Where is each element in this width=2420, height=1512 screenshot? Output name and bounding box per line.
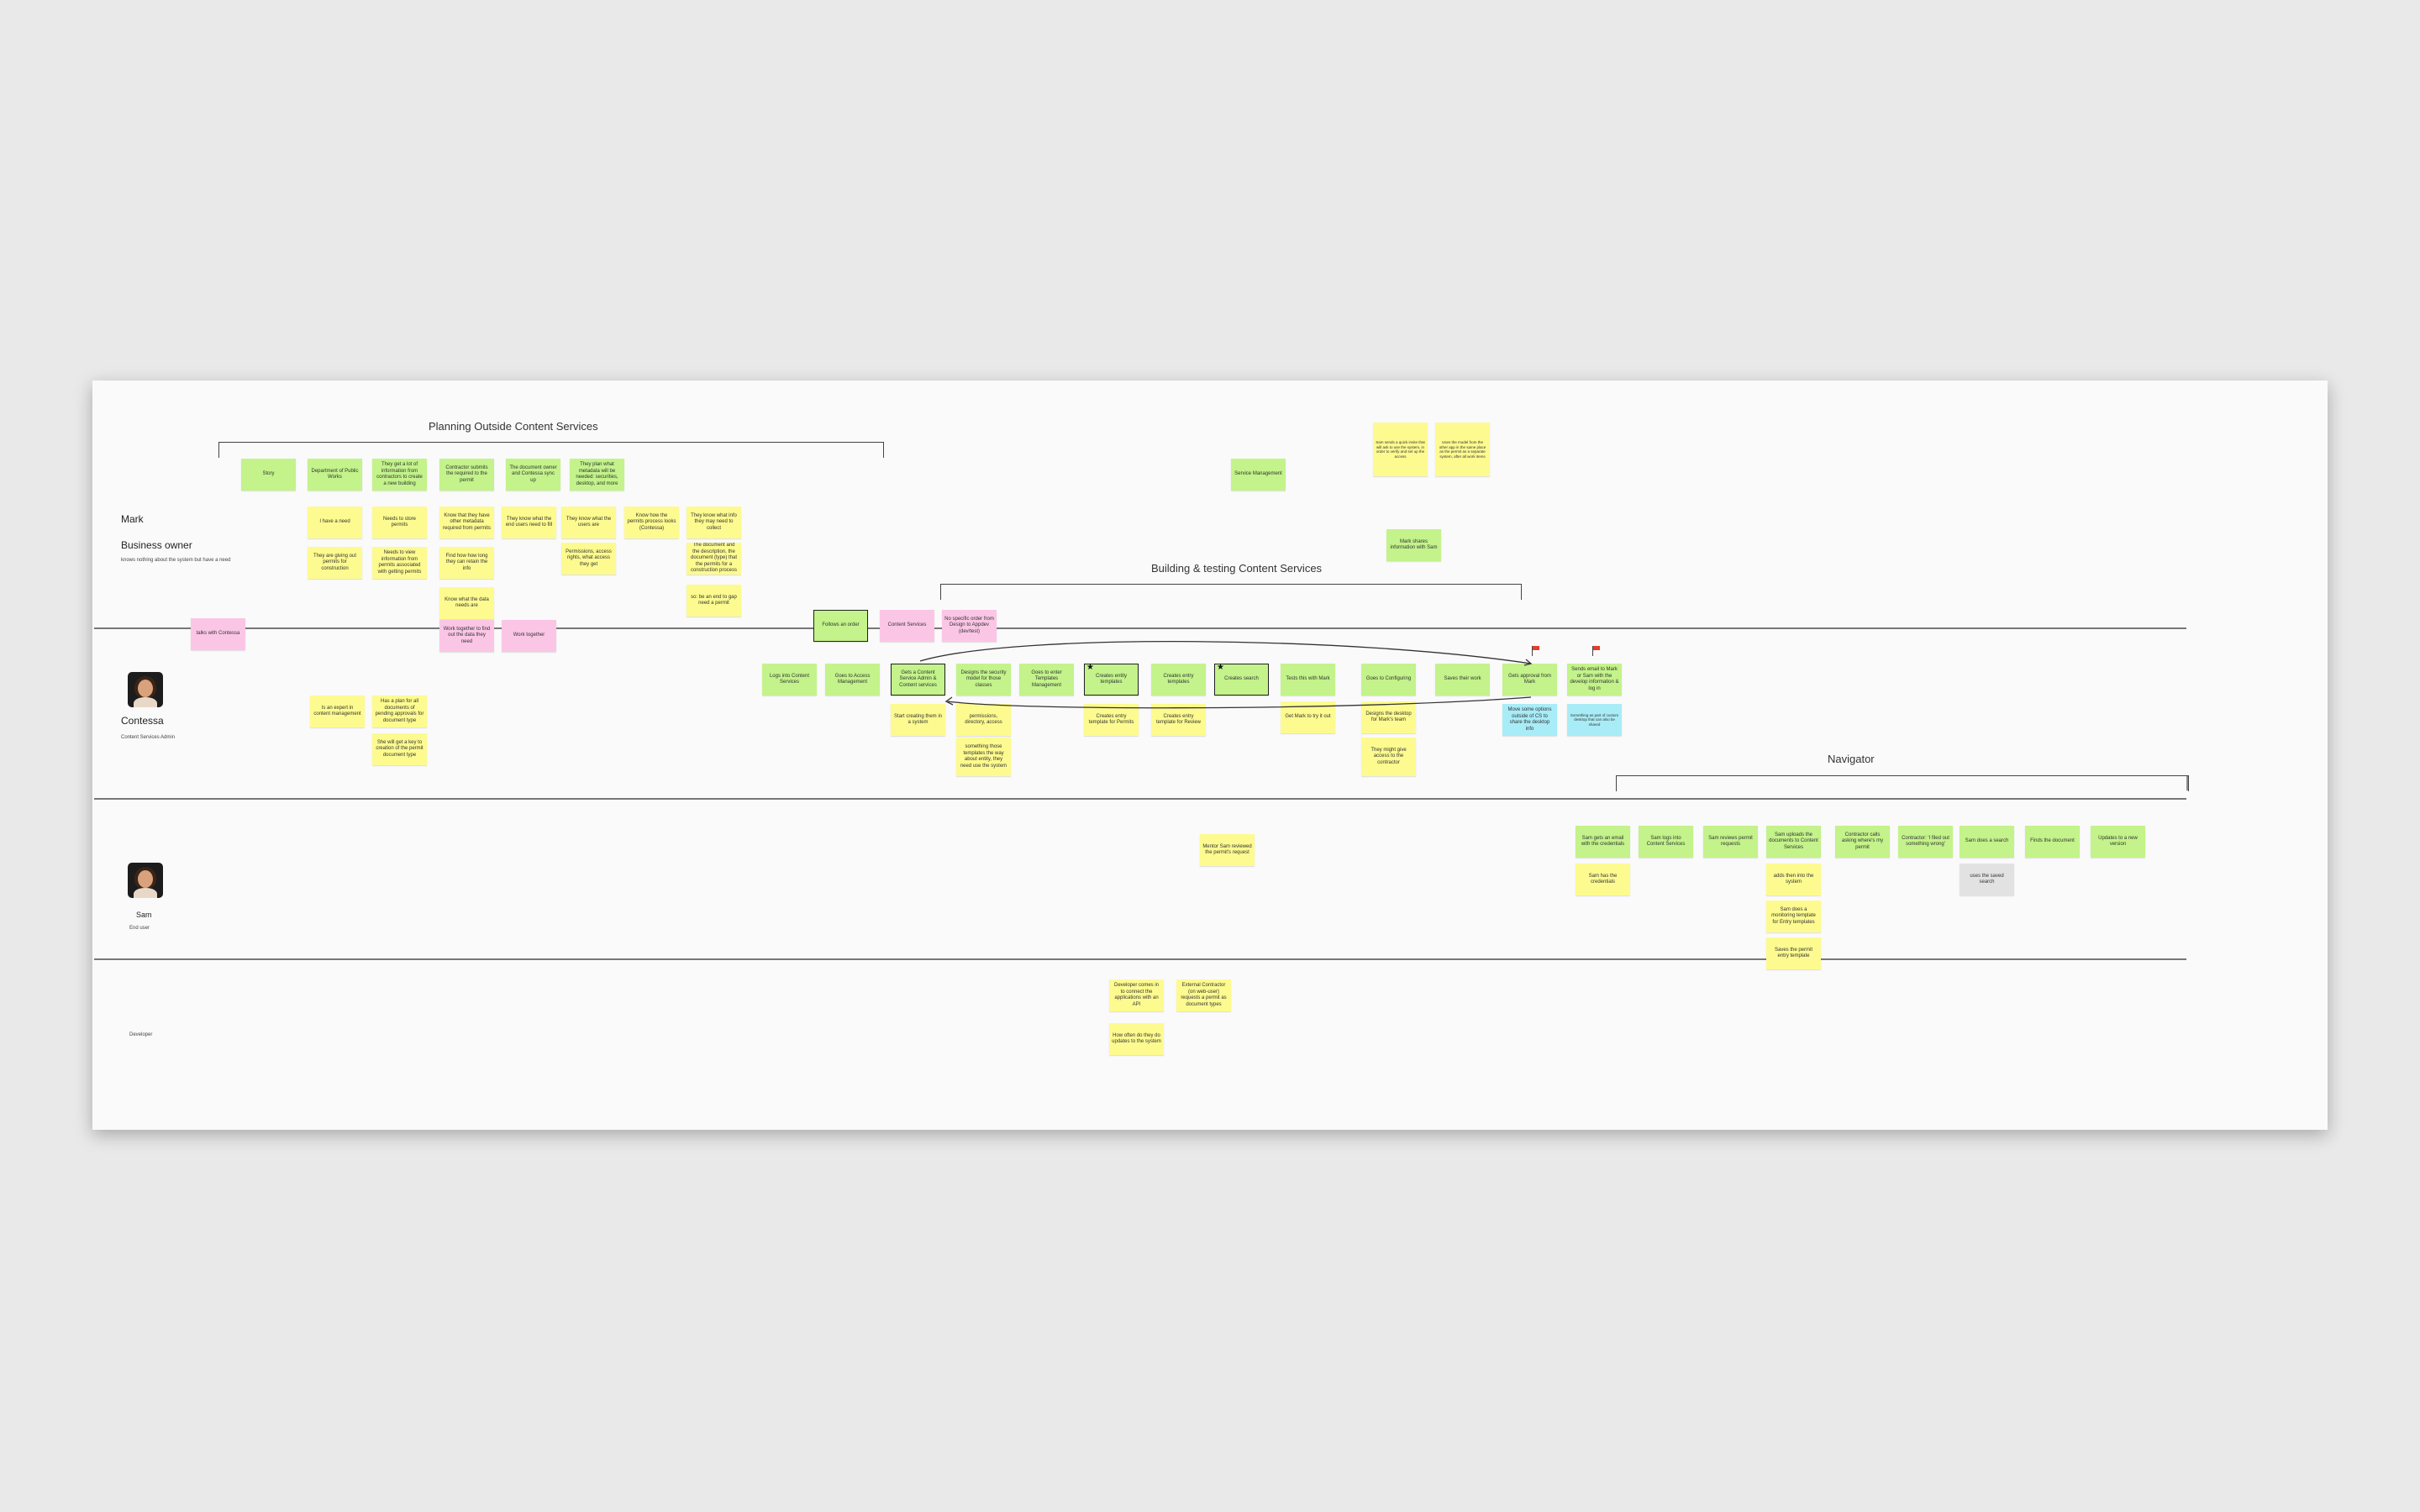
sticky-note[interactable]: talks with Contessa [191,618,245,650]
sticky-note[interactable]: Developer comes in to connect the applic… [1109,979,1164,1011]
sticky-note[interactable]: Sam reviews permit requests [1703,826,1758,858]
sticky-note[interactable]: Has a plan for all documents of pending … [372,696,427,727]
section-bracket [218,442,884,458]
sticky-note[interactable]: Finds the document [2025,826,2080,858]
sticky-note[interactable]: Needs to view information from permits a… [372,547,427,579]
sticky-note[interactable]: Know how the permits process looks (Cont… [624,507,679,538]
sticky-note[interactable]: Move some options outside of CS to share… [1502,704,1557,736]
sticky-note[interactable]: uses the saved search [1960,864,2014,895]
sticky-note[interactable]: Gets approval from Mark [1502,664,1557,696]
sticky-note[interactable]: Sam logs into Content Services [1639,826,1693,858]
sticky-note[interactable]: Sam does a search [1960,826,2014,858]
persona-name-developer: Developer [129,1032,153,1037]
sticky-note[interactable]: Sam gets an email with the credentials [1576,826,1630,858]
sticky-note[interactable]: Goes to Access Management [825,664,880,696]
sticky-note[interactable]: Creates entry template for Permits [1084,704,1139,736]
sticky-note[interactable]: Designs the security model for those cla… [956,664,1011,696]
sticky-note[interactable]: permissions, directory, access [956,704,1011,736]
sticky-note[interactable]: I have a need [308,507,362,538]
sticky-note[interactable]: Mentor Sam reviewed the permit's request [1200,834,1255,866]
whiteboard-canvas[interactable]: Planning Outside Content Services Buildi… [92,381,2328,1130]
avatar-sam [128,863,163,898]
flag-icon [1531,646,1539,656]
sticky-note[interactable]: Saves their work [1435,664,1490,696]
star-icon: ★ [1217,663,1224,672]
sticky-note[interactable]: Contractor submits the required to the p… [439,459,494,491]
persona-role-mark: Business owner [121,539,192,551]
sticky-note[interactable]: Get Mark to try it out [1281,701,1335,733]
sticky-note[interactable]: Something as part of custom desktop that… [1567,704,1622,736]
sticky-note[interactable]: Is an expert in content management [310,696,365,727]
sticky-note[interactable]: They are giving out permits for construc… [308,547,362,579]
sticky-note[interactable]: adds then into the system [1766,864,1821,895]
sticky-note[interactable]: Saves the permit entry template [1766,937,1821,969]
sticky-note[interactable]: How often do they do updates to the syst… [1109,1023,1164,1055]
persona-name-mark: Mark [121,513,144,525]
sticky-note[interactable]: Logs into Content Services [762,664,817,696]
sticky-note[interactable]: Designs the desktop for Mark's team [1361,701,1416,733]
sticky-note[interactable]: Sam does a monitoring template for Entry… [1766,900,1821,932]
sticky-note[interactable]: They plan what metadata will be needed: … [570,459,624,491]
sticky-note[interactable]: They know what the users are [561,507,616,538]
section-title-planning: Planning Outside Content Services [429,420,598,433]
sticky-note[interactable]: Follows an order [813,610,868,642]
sticky-note[interactable]: Work together to find out the data they … [439,620,494,652]
persona-name-contessa: Contessa [121,715,164,727]
sticky-note[interactable]: Sam has the credentials [1576,864,1630,895]
sticky-note[interactable]: They might give access to the contractor [1361,738,1416,776]
star-icon: ★ [1086,663,1094,672]
sticky-note[interactable]: Content Services [880,610,934,642]
sticky-note[interactable]: so: be an end to gap need a permit [687,585,741,617]
sticky-note[interactable]: Sam sends a quick invite that will ask t… [1373,423,1428,476]
sticky-note[interactable]: Tests this with Mark [1281,664,1335,696]
sticky-note[interactable]: Service Management [1231,459,1286,491]
sticky-note[interactable]: Find how how long they can retain the in… [439,547,494,579]
section-title-building: Building & testing Content Services [1151,562,1323,575]
persona-note-mark: knows nothing about the system but have … [121,558,231,563]
sticky-note[interactable]: They get a lot of information from contr… [372,459,427,491]
sticky-note[interactable]: The document and the description, the do… [687,543,741,575]
lane-divider [94,958,2186,960]
sticky-note[interactable]: She will get a key to creation of the pe… [372,733,427,765]
section-title-navigator: Navigator [1828,753,1875,765]
sticky-note[interactable]: something those templates the way about … [956,738,1011,776]
sticky-note[interactable]: Mark shares information with Sam [1386,529,1441,561]
sticky-note[interactable]: No specific order from Design to Appdev … [942,610,997,642]
sticky-note[interactable]: Updates to a new version [2091,826,2145,858]
sticky-note[interactable]: Gets a Content Service Admin & Content s… [891,664,945,696]
sticky-note[interactable]: Know that they have other metadata requi… [439,507,494,538]
persona-role-sam: End user [129,926,150,931]
sticky-note[interactable]: Know what the data needs are [439,587,494,619]
persona-role-contessa: Content Services Admin [121,735,176,740]
sticky-note[interactable]: Start creating them in a system [891,704,945,736]
sticky-note[interactable]: Permissions, access rights, what access … [561,543,616,575]
sticky-note[interactable]: Department of Public Works [308,459,362,491]
persona-name-sam: Sam [136,911,152,919]
sticky-note[interactable]: Story [241,459,296,491]
flag-icon [1591,646,1600,656]
sticky-note[interactable]: They know what info they may need to col… [687,507,741,538]
sticky-note[interactable]: Sam uploads the documents to Content Ser… [1766,826,1821,858]
sticky-note[interactable]: External Contractor (on web-user) reques… [1176,979,1231,1011]
sticky-note[interactable]: Work together [502,620,556,652]
sticky-note[interactable]: Sends email to Mark or Sam with the deve… [1567,664,1622,696]
lane-divider [94,798,2186,800]
sticky-note[interactable]: Creates search [1214,664,1269,696]
sticky-note[interactable]: Contractor calls asking where's my permi… [1835,826,1890,858]
sticky-note[interactable]: Creates entry template for Review [1151,704,1206,736]
avatar-contessa [128,672,163,707]
sticky-note[interactable]: Needs to store permits [372,507,427,538]
sticky-note[interactable]: Goes to enter Templates Management [1019,664,1074,696]
sticky-note[interactable]: Contractor: 'I filed out something wrong… [1898,826,1953,858]
sticky-note[interactable]: The document owner and Contessa sync up [506,459,560,491]
lane-divider [94,627,2186,629]
sticky-note[interactable]: Goes to Configuring [1361,664,1416,696]
sticky-note[interactable]: Creates entry templates [1151,664,1206,696]
sticky-note[interactable]: They know what the end users need to fil… [502,507,556,538]
sticky-note[interactable]: Uses the model from the other app in the… [1435,423,1490,476]
connector-arrows [919,641,2188,790]
section-bracket [1616,775,2189,791]
section-bracket [940,584,1522,600]
